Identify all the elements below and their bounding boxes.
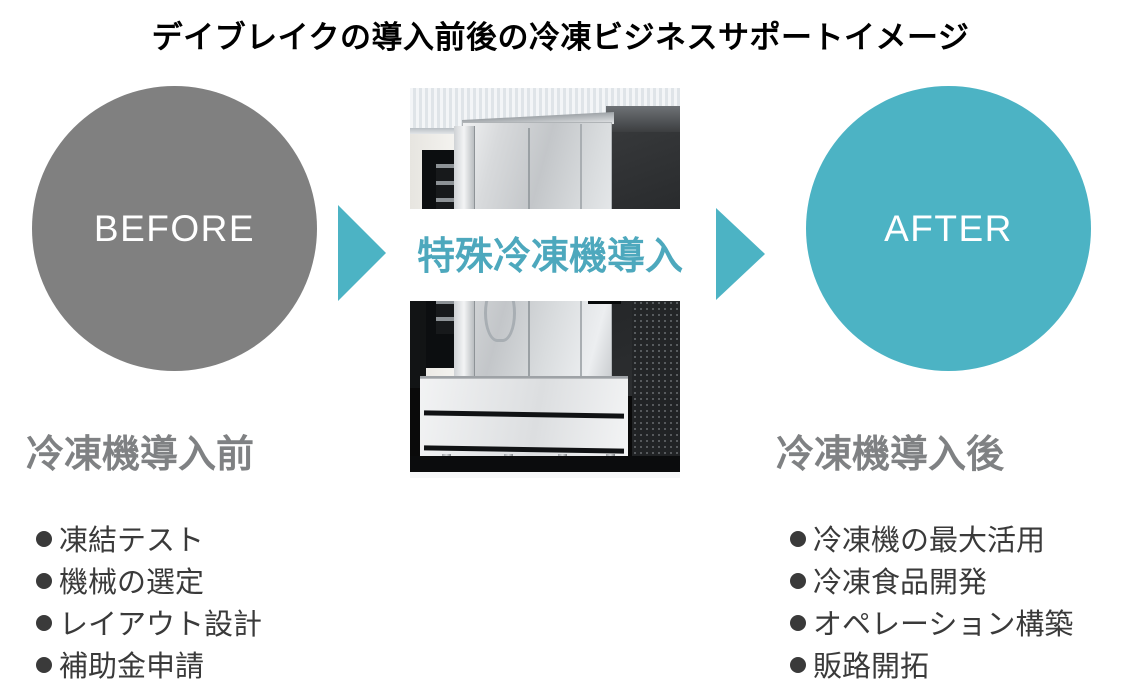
list-item-label: 機械の選定 [59,567,205,599]
triangle-right-icon [338,205,386,301]
list-item-label: オペレーション構築 [813,609,1074,641]
bullet-dot-icon [790,615,806,631]
page-title: デイブレイクの導入前後の冷凍ビジネスサポートイメージ [151,20,970,55]
triangle-right-icon [716,208,765,300]
list-item-label: 補助金申請 [59,651,205,683]
list-item-label: 冷凍食品開発 [813,567,988,599]
before-bullet-list: 凍結テスト 機械の選定 レイアウト設計 補助金申請 [36,520,262,688]
center-callout-label: 特殊冷凍機導入 [414,234,685,281]
before-circle: BEFORE [32,86,317,371]
bullet-dot-icon [36,657,52,673]
list-item: レイアウト設計 [36,604,262,646]
after-circle: AFTER [806,86,1091,371]
bullet-dot-icon [790,573,806,589]
list-item-label: 冷凍機の最大活用 [813,525,1046,557]
after-bullet-list: 冷凍機の最大活用 冷凍食品開発 オペレーション構築 販路開拓 [790,520,1073,688]
list-item: 販路開拓 [790,646,1073,688]
list-item: オペレーション構築 [790,604,1073,646]
after-section-heading: 冷凍機導入後 [776,434,1005,476]
before-section-heading: 冷凍機導入前 [26,434,255,476]
list-item: 冷凍機の最大活用 [790,520,1073,562]
list-item-label: 凍結テスト [59,525,205,557]
bullet-dot-icon [36,531,52,547]
list-item: 凍結テスト [36,520,262,562]
photo-interior-ceiling [606,106,680,132]
after-circle-label: AFTER [884,207,1013,249]
list-item: 機械の選定 [36,562,262,604]
photo-vent-grille [632,288,680,456]
list-item-label: 販路開拓 [813,651,930,683]
list-item: 補助金申請 [36,646,262,688]
bullet-dot-icon [790,531,806,547]
bullet-dot-icon [36,573,52,589]
bullet-dot-icon [790,657,806,673]
bullet-dot-icon [36,615,52,631]
before-circle-label: BEFORE [93,207,256,249]
list-item-label: レイアウト設計 [59,609,263,641]
list-item: 冷凍食品開発 [790,562,1073,604]
photo-bottom-edge [410,472,680,478]
